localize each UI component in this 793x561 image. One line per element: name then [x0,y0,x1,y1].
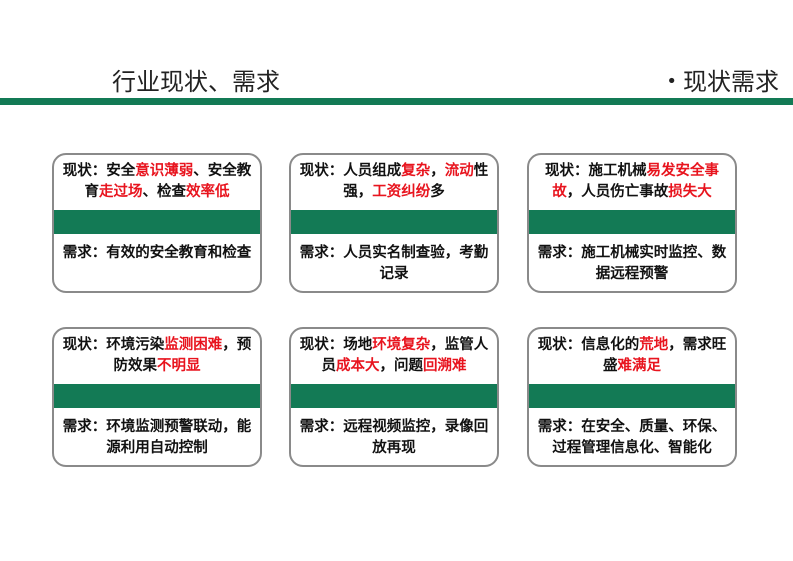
status-highlight: 环境复杂 [372,337,431,353]
status-highlight: 复杂 [401,163,431,179]
card-status: 现状：环境污染监测困难，预防效果不明显 [54,335,260,377]
card-divider-band [529,384,735,408]
card-need: 需求：施工机械实时监控、数据远程预警 [537,245,727,282]
card-machinery: 现状：施工机械易发安全事故，人员伤亡事故损失大 需求：施工机械实时监控、数据远程… [527,153,737,293]
card-divider-band [291,210,497,234]
status-highlight: 不明显 [157,358,201,374]
card-status: 现状：人员组成复杂，流动性强，工资纠纷多 [291,161,497,203]
card-need: 需求：在安全、质量、环保、过程管理信息化、智能化 [537,419,727,456]
status-text: 现状：信息化的 [537,337,640,353]
status-text: ，监管人员 [321,337,489,374]
status-highlight: 效率低 [186,184,230,200]
status-text: 性强， [343,163,489,200]
card-informatization: 现状：信息化的荒地，需求旺盛难满足 需求：在安全、质量、环保、过程管理信息化、智… [527,327,737,467]
status-text: ，人员伤亡事故 [566,184,669,200]
status-text: ， [430,163,445,179]
status-highlight: 监测困难 [164,337,223,353]
bullet-icon: • [666,71,677,92]
page-title: 行业现状、需求 [112,68,280,96]
status-text: 现状：安全 [62,163,136,179]
card-divider-band [529,210,735,234]
card-divider-band [54,384,260,408]
status-text: 、检查 [142,184,187,200]
card-personnel: 现状：人员组成复杂，流动性强，工资纠纷多 需求：人员实名制查验，考勤记录 [289,153,499,293]
card-status: 现状：信息化的荒地，需求旺盛难满足 [529,335,735,377]
status-highlight: 意识薄弱 [135,163,194,179]
status-highlight: 荒地 [639,337,669,353]
status-highlight: 损失大 [668,184,712,200]
card-need: 需求：有效的安全教育和检查 [62,245,252,261]
card-site-monitoring: 现状：场地环境复杂，监管人员成本大，问题回溯难 需求：远程视频监控，录像回放再现 [289,327,499,467]
status-text: ，问题 [379,358,424,374]
card-need: 需求：人员实名制查验，考勤记录 [299,245,489,282]
status-highlight: 工资纠纷 [372,184,431,200]
status-text: ，预防效果 [113,337,252,374]
status-text: 现状：场地 [299,337,373,353]
status-text: 现状：环境污染 [62,337,165,353]
card-need: 需求：远程视频监控，录像回放再现 [299,419,489,456]
card-divider-band [54,210,260,234]
card-divider-band [291,384,497,408]
status-highlight: 流动 [444,163,474,179]
status-highlight: 走过场 [99,184,143,200]
status-text: 、安全教育 [84,163,252,200]
status-text: 现状：施工机械 [545,163,647,179]
status-text: 多 [430,184,445,200]
header-rule [0,98,793,105]
section-tag: • 现状需求 [666,62,779,97]
card-status: 现状：场地环境复杂，监管人员成本大，问题回溯难 [291,335,497,377]
status-highlight: 回溯难 [423,358,467,374]
status-highlight: 易发安全事故 [552,163,719,200]
status-highlight: 难满足 [617,358,662,374]
status-highlight: 成本大 [336,358,380,374]
card-need: 需求：环境监测预警联动，能源利用自动控制 [62,419,252,456]
card-environment: 现状：环境污染监测困难，预防效果不明显 需求：环境监测预警联动，能源利用自动控制 [52,327,262,467]
status-text: ，需求旺盛 [603,337,727,374]
card-status: 现状：安全意识薄弱、安全教育走过场、检查效率低 [54,161,260,203]
card-safety-education: 现状：安全意识薄弱、安全教育走过场、检查效率低 需求：有效的安全教育和检查 [52,153,262,293]
section-label: 现状需求 [683,68,779,96]
card-status: 现状：施工机械易发安全事故，人员伤亡事故损失大 [529,161,735,203]
status-text: 现状：人员组成 [299,163,402,179]
